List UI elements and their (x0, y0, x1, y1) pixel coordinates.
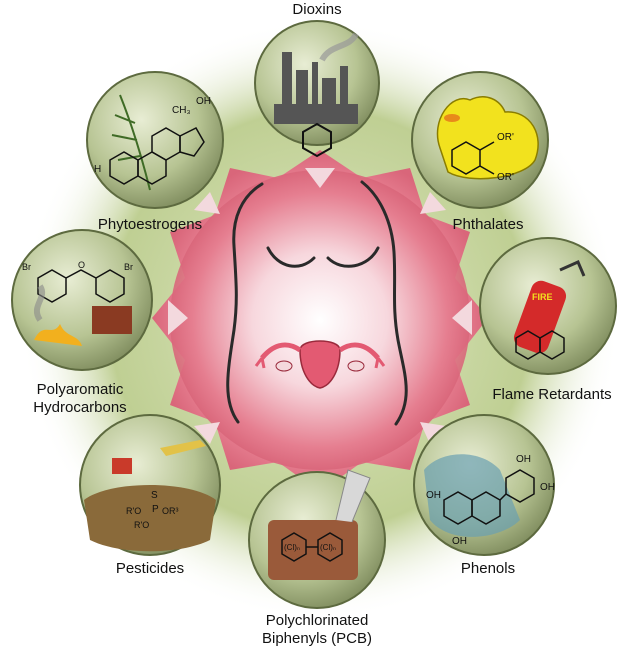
ch3-label: CH₃ (172, 105, 191, 116)
field-icon (84, 485, 216, 552)
arrow-left (168, 300, 188, 335)
cl-label-1: (Cl)ₙ (284, 543, 300, 552)
arrow-br (420, 422, 446, 444)
r3-label: OR³ (162, 506, 179, 516)
disc-pcb: (Cl)ₙ (Cl)ₙ (248, 469, 386, 609)
label-phytoestrogens: Phytoestrogens (97, 216, 203, 233)
label-flame-retardants: Flame Retardants (492, 386, 612, 403)
crop-duster-icon (160, 440, 206, 456)
disc-pah: O Br Br (11, 229, 153, 371)
oh-label-phenol-2: OH (540, 482, 555, 493)
label-dioxins: Dioxins (292, 1, 342, 18)
or-label-1: OR' (497, 132, 514, 143)
label-phthalates: Phthalates (452, 216, 524, 233)
p-label: P (152, 504, 159, 515)
ho-label-phyto: H (94, 164, 101, 175)
biphenyl-structure (281, 532, 343, 562)
naphthalene-structure (515, 330, 565, 360)
flavonoid-structure (443, 469, 535, 525)
oh-label-phenol-1: OH (516, 454, 531, 465)
dioxin-ring (302, 122, 332, 158)
br-label-1: Br (22, 262, 31, 272)
label-pcb-line2: Biphenyls (PCB) (261, 630, 373, 647)
r1-label: R'O (126, 506, 141, 516)
arrow-tl (194, 192, 220, 214)
label-pah-line2: Hydrocarbons (33, 399, 127, 416)
oh-label-phenol-3: OH (426, 490, 441, 501)
label-phenols: Phenols (460, 560, 516, 577)
cl-label-2: (Cl)ₙ (320, 543, 336, 552)
plant-icon (111, 94, 151, 191)
oh-label-phyto: OH (196, 96, 211, 107)
barn-icon (112, 458, 132, 474)
steroid-structure (109, 127, 205, 185)
rubber-duck-icon (436, 96, 539, 180)
or-label-2: OR' (497, 172, 514, 183)
o-label: O (78, 260, 85, 270)
label-pcb-line1: Polychlorinated (265, 612, 369, 629)
pink-core (170, 170, 470, 470)
r2-label: R'O (134, 520, 149, 530)
fire-icon (34, 324, 82, 346)
s-label: S (151, 490, 158, 501)
arrow-bl (194, 422, 220, 444)
fire-text: FIRE (532, 292, 553, 302)
disc-phthalates: OR' OR' (411, 71, 549, 209)
water-icon (424, 454, 520, 537)
barrels-icon (92, 306, 132, 334)
arrow-top (305, 168, 335, 188)
arrow-right (452, 300, 472, 335)
uterus-icon (254, 340, 386, 389)
torso-outline (226, 180, 408, 426)
pipe-icon (335, 469, 371, 523)
disc-flame-retardants: FIRE (479, 237, 617, 375)
arrow-tr (420, 192, 446, 214)
disc-pesticides: S P R'O R'O OR³ (79, 414, 221, 556)
factory-icon (274, 52, 358, 124)
disc-phytoestrogens: CH₃ OH H (86, 71, 224, 209)
disc-phenols: OH OH OH OH (413, 414, 555, 556)
br-label-2: Br (124, 262, 133, 272)
oh-label-phenol-4: OH (452, 536, 467, 547)
label-pah-line1: Polyaromatic (36, 381, 124, 398)
pah-structure (37, 269, 125, 303)
phthalate-structure (451, 141, 495, 175)
fire-extinguisher-icon (513, 280, 567, 354)
label-pesticides: Pesticides (115, 560, 185, 577)
disc-dioxins (254, 20, 380, 158)
arrows (168, 168, 472, 444)
